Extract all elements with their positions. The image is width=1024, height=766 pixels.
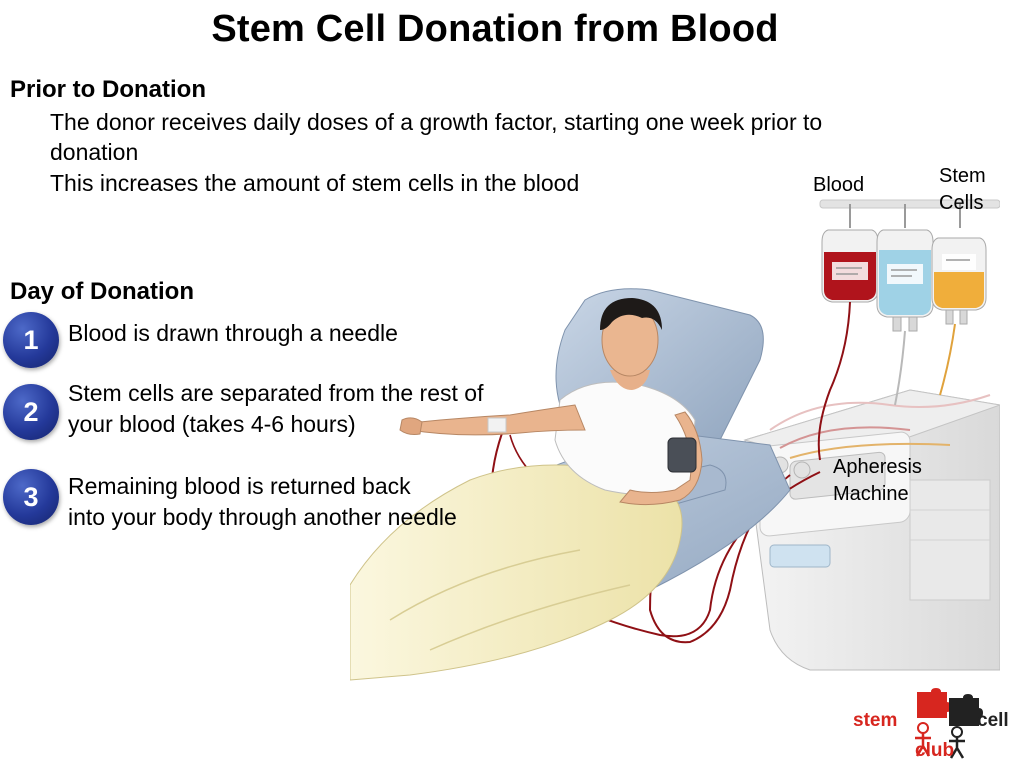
apheresis-machine [743, 389, 1000, 671]
step-3-text: Remaining blood is returned back [68, 473, 411, 499]
logo-word-cell: cell [977, 710, 1009, 731]
step-2-text: Stem cells are separated from the rest o… [68, 380, 484, 406]
step-3-badge: 3 [3, 469, 59, 525]
apheresis-illustration [350, 199, 1000, 681]
stem-cell-bag [931, 237, 987, 325]
blood-bag [821, 229, 879, 303]
stem-cell-club-logo: stem cell club [845, 688, 1020, 762]
stem-cells-label: Stem [939, 165, 986, 187]
iv-stand [819, 199, 1000, 228]
logo-word-club: club [915, 740, 955, 761]
apheresis-label: Machine [833, 483, 909, 505]
page-title: Stem Cell Donation from Blood [211, 8, 779, 50]
step-2-text: your blood (takes 4-6 hours) [68, 411, 356, 437]
apheresis-label: Apheresis [833, 456, 922, 478]
plasma-bag [876, 229, 934, 332]
day-heading: Day of Donation [10, 278, 194, 305]
blanket [350, 464, 683, 681]
step-1-text: Blood is drawn through a needle [68, 320, 398, 346]
step-1-badge: 1 [3, 312, 59, 368]
logo-word-stem: stem [853, 710, 898, 731]
prior-line: donation [50, 139, 139, 165]
prior-line: This increases the amount of stem cells … [50, 170, 580, 196]
step-3-text: into your body through another needle [68, 504, 457, 530]
prior-heading: Prior to Donation [10, 76, 206, 103]
patient [399, 298, 703, 506]
puzzle-figures-icon [915, 688, 983, 759]
prior-line: The donor receives daily doses of a grow… [50, 109, 823, 135]
step-2-badge: 2 [3, 384, 59, 440]
blood-label: Blood [813, 174, 865, 196]
stem-cells-label: Cells [939, 192, 984, 214]
